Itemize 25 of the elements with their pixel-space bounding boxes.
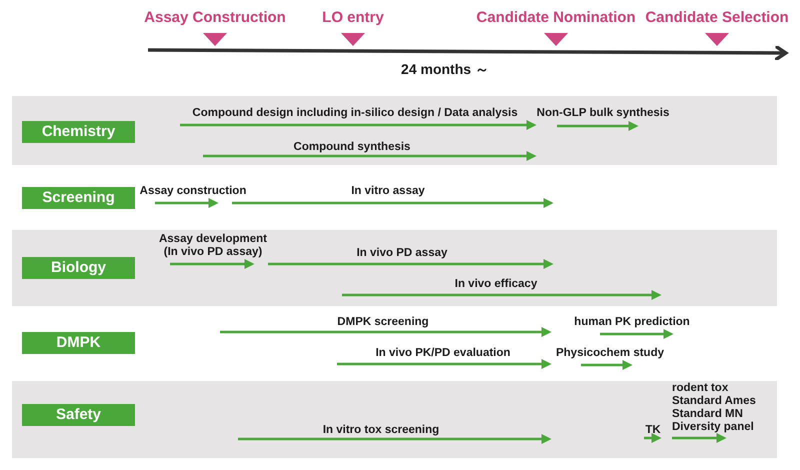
task-label: Assay construction xyxy=(140,185,246,198)
task-label: In vivo PD assay xyxy=(356,247,448,260)
task-label: Assay development (In vivo PD assay) xyxy=(158,233,268,259)
task-label: DMPK screening xyxy=(337,316,429,329)
category-tag: Screening xyxy=(22,187,135,209)
milestone-label: Assay Construction xyxy=(144,9,286,26)
milestone-label: LO entry xyxy=(322,9,384,26)
task-label: Compound synthesis xyxy=(294,141,410,154)
duration-label: 24 months ～ xyxy=(401,63,489,76)
task-label: In vivo efficacy xyxy=(454,278,538,291)
task-label: In vitro tox screening xyxy=(322,424,440,437)
milestone-label: Candidate Nomination xyxy=(476,9,636,26)
milestone-label: Candidate Selection xyxy=(645,9,789,26)
category-tag: Safety xyxy=(22,404,135,426)
task-label: Non-GLP bulk synthesis xyxy=(536,107,670,120)
task-label: human PK prediction xyxy=(574,316,690,329)
task-label: TK xyxy=(645,424,661,437)
category-tag: Biology xyxy=(22,257,135,279)
task-label: Physicochem study xyxy=(556,347,664,360)
task-label: rodent tox Standard Ames Standard MN Diversity panel xyxy=(672,382,757,434)
task-label: In vitro assay xyxy=(351,185,425,198)
task-label: Compound design including in-silico design / Data analysis xyxy=(192,107,518,120)
category-tag: Chemistry xyxy=(22,121,135,143)
task-label: In vivo PK/PD evaluation xyxy=(376,347,510,360)
category-tag: DMPK xyxy=(22,332,135,354)
